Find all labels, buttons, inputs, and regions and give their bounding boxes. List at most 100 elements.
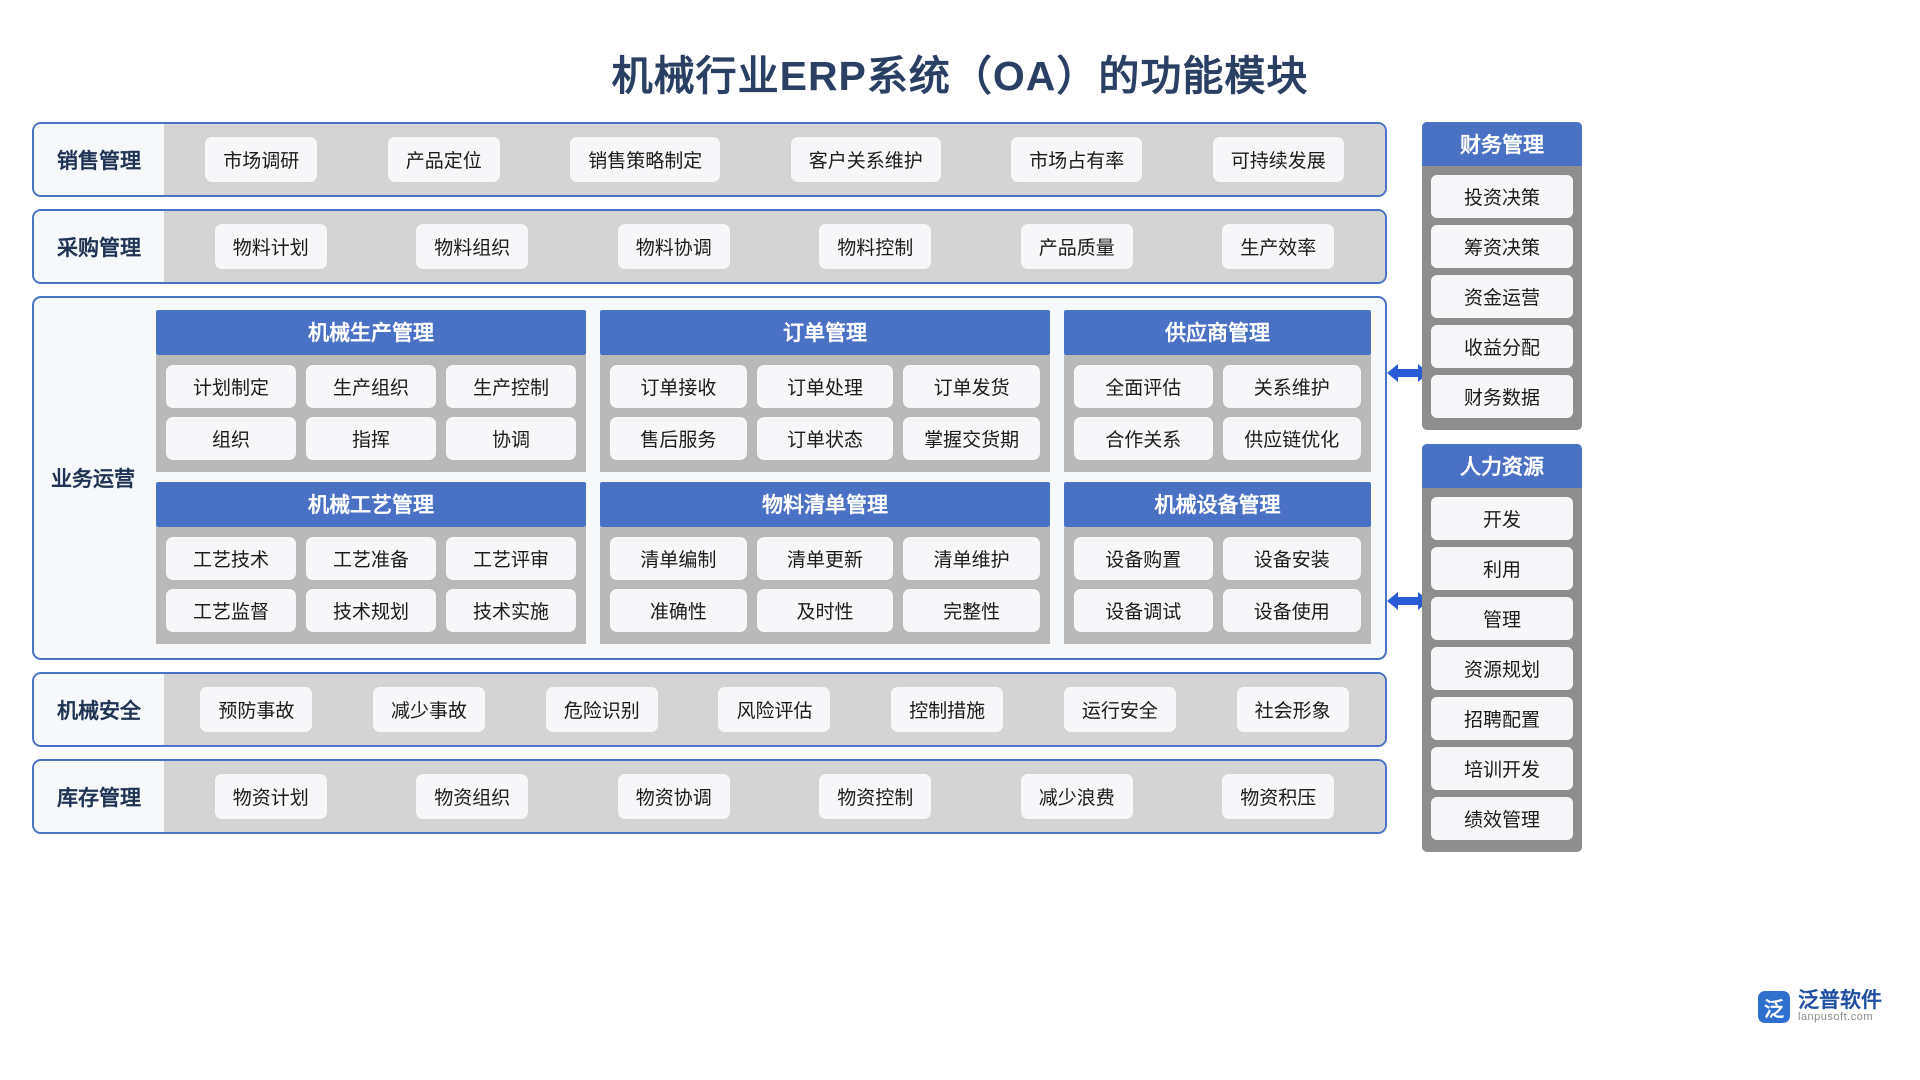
module-title: 机械设备管理	[1064, 482, 1371, 527]
chip-item[interactable]: 订单接收	[610, 365, 747, 408]
sidebar-item[interactable]: 资源规划	[1431, 647, 1573, 690]
sidebar-item[interactable]: 招聘配置	[1431, 697, 1573, 740]
sidebar-item[interactable]: 收益分配	[1431, 325, 1573, 368]
module-equipment: 机械设备管理 设备购置 设备安装 设备调试 设备使用	[1064, 482, 1371, 644]
chip-item[interactable]: 合作关系	[1074, 417, 1213, 460]
module-order: 订单管理 订单接收 订单处理 订单发货 售后服务 订单状态 掌握交货期	[600, 310, 1050, 472]
chip-item[interactable]: 清单维护	[903, 537, 1041, 580]
logo-text: 泛普软件 lanpusoft.com	[1798, 990, 1882, 1024]
chip-item[interactable]: 市场占有率	[1011, 137, 1143, 182]
sidebar-item[interactable]: 培训开发	[1431, 747, 1573, 790]
module-body: 全面评估 关系维护 合作关系 供应链优化	[1064, 355, 1371, 472]
chip-item[interactable]: 客户关系维护	[790, 137, 941, 182]
chip-item[interactable]: 清单编制	[610, 537, 747, 580]
band-items-procurement: 物料计划 物料组织 物料协调 物料控制 产品质量 生产效率	[164, 211, 1385, 282]
chip-item[interactable]: 市场调研	[205, 137, 318, 182]
chip-item[interactable]: 社会形象	[1236, 687, 1349, 732]
chip-item[interactable]: 组织	[166, 417, 296, 460]
chip-item[interactable]: 物料控制	[819, 224, 932, 269]
band-items-inventory: 物资计划 物资组织 物资协调 物资控制 减少浪费 物资积压	[164, 761, 1385, 832]
sidebar-item[interactable]: 筹资决策	[1431, 225, 1573, 268]
diagram-stage: 销售管理 市场调研 产品定位 销售策略制定 客户关系维护 市场占有率 可持续发展…	[0, 108, 1920, 1038]
sidebar-item[interactable]: 资金运营	[1431, 275, 1573, 318]
chip-item[interactable]: 协调	[446, 417, 576, 460]
chip-item[interactable]: 控制措施	[891, 687, 1004, 732]
chip-item[interactable]: 供应链优化	[1222, 417, 1361, 460]
chip-item[interactable]: 技术实施	[446, 589, 576, 632]
right-sidebar-column: 财务管理 投资决策 筹资决策 资金运营 收益分配 财务数据 人力资源 开发 利用…	[1422, 122, 1582, 866]
chip-item[interactable]: 物资协调	[617, 774, 730, 819]
chip-item[interactable]: 运行安全	[1063, 687, 1176, 732]
sidebar-title-finance: 财务管理	[1422, 122, 1582, 166]
module-row: 准确性 及时性 完整性	[610, 589, 1041, 632]
chip-item[interactable]: 关系维护	[1222, 365, 1361, 408]
chip-item[interactable]: 清单更新	[756, 537, 894, 580]
chip-item[interactable]: 可持续发展	[1212, 137, 1344, 182]
module-row: 计划制定 生产组织 生产控制	[166, 365, 576, 408]
chip-item[interactable]: 销售策略制定	[570, 137, 721, 182]
chip-item[interactable]: 准确性	[610, 589, 747, 632]
band-inventory: 库存管理 物资计划 物资组织 物资协调 物资控制 减少浪费 物资积压	[32, 759, 1387, 834]
sidebar-item[interactable]: 利用	[1431, 547, 1573, 590]
sidebar-item[interactable]: 绩效管理	[1431, 797, 1573, 840]
chip-item[interactable]: 产品定位	[387, 137, 500, 182]
chip-item[interactable]: 设备安装	[1222, 537, 1361, 580]
chip-item[interactable]: 预防事故	[200, 687, 313, 732]
chip-item[interactable]: 指挥	[306, 417, 436, 460]
chip-item[interactable]: 工艺监督	[166, 589, 296, 632]
chip-item[interactable]: 售后服务	[610, 417, 747, 460]
operations-grid: 机械生产管理 计划制定 生产组织 生产控制 组织 指挥 协调	[152, 298, 1385, 658]
chip-item[interactable]: 设备调试	[1074, 589, 1213, 632]
chip-item[interactable]: 危险识别	[545, 687, 658, 732]
chip-item[interactable]: 掌握交货期	[903, 417, 1041, 460]
chip-item[interactable]: 风险评估	[718, 687, 831, 732]
module-title: 订单管理	[600, 310, 1050, 355]
module-row: 全面评估 关系维护	[1074, 365, 1361, 408]
sidebar-item[interactable]: 财务数据	[1431, 375, 1573, 418]
sidebar-hr: 人力资源 开发 利用 管理 资源规划 招聘配置 培训开发 绩效管理	[1422, 444, 1582, 852]
chip-item[interactable]: 设备购置	[1074, 537, 1213, 580]
chip-item[interactable]: 物资计划	[214, 774, 327, 819]
chip-item[interactable]: 物资积压	[1222, 774, 1335, 819]
module-body: 清单编制 清单更新 清单维护 准确性 及时性 完整性	[600, 527, 1050, 644]
chip-item[interactable]: 订单发货	[903, 365, 1041, 408]
chip-item[interactable]: 物资控制	[819, 774, 932, 819]
chip-item[interactable]: 及时性	[756, 589, 894, 632]
chip-item[interactable]: 订单处理	[756, 365, 894, 408]
chip-item[interactable]: 工艺技术	[166, 537, 296, 580]
chip-item[interactable]: 技术规划	[306, 589, 436, 632]
chip-item[interactable]: 设备使用	[1222, 589, 1361, 632]
chip-item[interactable]: 生产组织	[306, 365, 436, 408]
chip-item[interactable]: 物资组织	[416, 774, 529, 819]
chip-item[interactable]: 全面评估	[1074, 365, 1213, 408]
band-sales: 销售管理 市场调研 产品定位 销售策略制定 客户关系维护 市场占有率 可持续发展	[32, 122, 1387, 197]
chip-item[interactable]: 产品质量	[1020, 224, 1133, 269]
band-procurement: 采购管理 物料计划 物料组织 物料协调 物料控制 产品质量 生产效率	[32, 209, 1387, 284]
chip-item[interactable]: 物料协调	[617, 224, 730, 269]
chip-item[interactable]: 工艺准备	[306, 537, 436, 580]
sidebar-title-hr: 人力资源	[1422, 444, 1582, 488]
main-column: 销售管理 市场调研 产品定位 销售策略制定 客户关系维护 市场占有率 可持续发展…	[32, 122, 1387, 846]
chip-item[interactable]: 物料组织	[416, 224, 529, 269]
chip-item[interactable]: 计划制定	[166, 365, 296, 408]
chip-item[interactable]: 完整性	[903, 589, 1041, 632]
brand-logo: 泛 泛普软件 lanpusoft.com	[1758, 990, 1882, 1024]
band-label-procurement: 采购管理	[34, 211, 164, 282]
chip-item[interactable]: 生产控制	[446, 365, 576, 408]
sidebar-item[interactable]: 开发	[1431, 497, 1573, 540]
band-label-sales: 销售管理	[34, 124, 164, 195]
sidebar-item[interactable]: 投资决策	[1431, 175, 1573, 218]
chip-item[interactable]: 物料计划	[214, 224, 327, 269]
chip-item[interactable]: 生产效率	[1222, 224, 1335, 269]
chip-item[interactable]: 工艺评审	[446, 537, 576, 580]
band-items-safety: 预防事故 减少事故 危险识别 风险评估 控制措施 运行安全 社会形象	[164, 674, 1385, 745]
chip-item[interactable]: 订单状态	[756, 417, 894, 460]
module-bom: 物料清单管理 清单编制 清单更新 清单维护 准确性 及时性 完整性	[600, 482, 1050, 644]
sidebar-item[interactable]: 管理	[1431, 597, 1573, 640]
page-title: 机械行业ERP系统（OA）的功能模块	[611, 53, 1309, 99]
module-row: 清单编制 清单更新 清单维护	[610, 537, 1041, 580]
band-label-safety: 机械安全	[34, 674, 164, 745]
module-production: 机械生产管理 计划制定 生产组织 生产控制 组织 指挥 协调	[156, 310, 586, 472]
chip-item[interactable]: 减少浪费	[1020, 774, 1133, 819]
chip-item[interactable]: 减少事故	[373, 687, 486, 732]
